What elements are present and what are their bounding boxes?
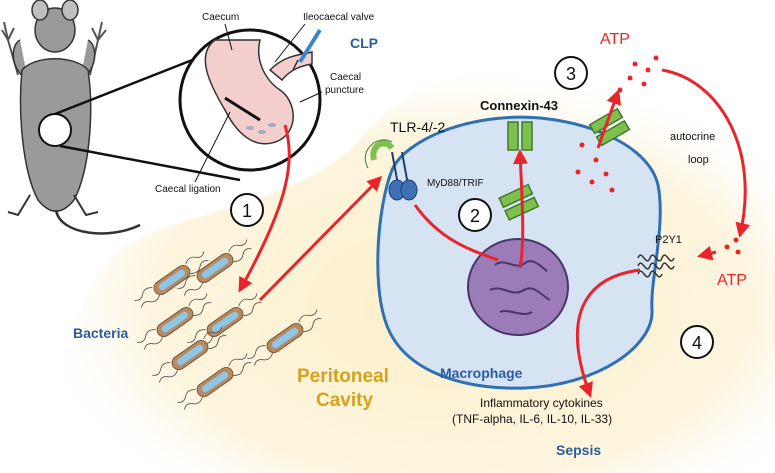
svg-text:4: 4 (692, 333, 702, 353)
caecum-magnified (178, 28, 322, 172)
atp-label-right: ATP (717, 272, 747, 289)
mouse-illustration (1, 0, 141, 235)
step-2: 2 (458, 198, 492, 232)
sepsis-label: Sepsis (556, 442, 601, 458)
svg-text:3: 3 (566, 64, 576, 84)
arrow-nucleus-to-connexin (513, 149, 528, 269)
p2y1-label: P2Y1 (655, 234, 682, 246)
atp-dots-right (697, 237, 741, 261)
zoom-line-bottom (59, 144, 241, 182)
tlr-label: TLR-4/-2 (390, 119, 445, 135)
tlr-receptor (365, 139, 418, 201)
cytokines-label-line1: Inflammatory cytokines (480, 396, 603, 410)
atp-label-top: ATP (600, 31, 630, 48)
pathway-arrows (238, 68, 751, 398)
step-4: 4 (680, 325, 714, 359)
peritoneal-label-line2: Cavity (316, 390, 373, 411)
arrow-connexin-to-atp (596, 89, 622, 149)
arrow-tlr-to-nucleus (413, 204, 499, 262)
arrow-p2y1-to-cytokines (576, 268, 641, 398)
myd88-label: MyD88/TRIF (427, 178, 484, 189)
clp-label: CLP (350, 35, 378, 51)
svg-text:2: 2 (470, 206, 480, 226)
zoom-line-top (54, 53, 206, 116)
bacteria-label: Bacteria (73, 325, 128, 341)
step-1: 1 (230, 193, 264, 227)
autocrine-label-line2: loop (688, 154, 709, 166)
step-3: 3 (554, 56, 588, 90)
connexin-label: Connexin-43 (480, 98, 558, 113)
ileocaecal-valve-label: Ileocaecal valve (303, 12, 375, 23)
svg-text:1: 1 (242, 201, 252, 221)
cytokines-label-line2: (TNF-alpha, IL-6, IL-10, IL-33) (452, 412, 612, 426)
autocrine-label-line1: autocrine (670, 131, 715, 143)
caecal-puncture-label-line1: Caecal (330, 72, 361, 83)
arrow-autocrine-loop (661, 68, 751, 238)
peritoneal-label-line1: Peritoneal (297, 366, 389, 387)
nucleus (467, 238, 569, 336)
p2y1-receptor (637, 254, 675, 278)
arrow-bacteria-to-tlr (258, 175, 383, 302)
caecum-label: Caecum (202, 12, 239, 23)
macrophage-label: Macrophage (440, 365, 523, 381)
atp-dots-released (575, 142, 615, 193)
caecal-ligation-label: Caecal ligation (155, 184, 221, 195)
caecal-puncture-label-line2: puncture (325, 85, 364, 96)
arrow-caecum-to-bacteria (238, 124, 291, 293)
